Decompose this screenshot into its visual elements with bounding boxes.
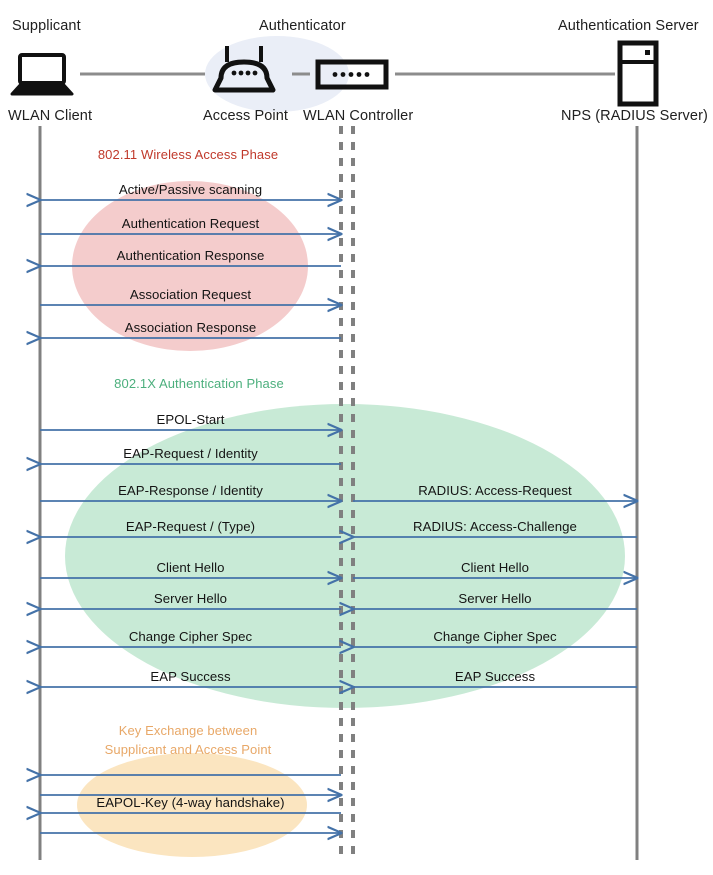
- phase-title-key-exchange-line1: Key Exchange between: [118, 723, 258, 738]
- message-label: Client Hello: [156, 560, 225, 575]
- phase-title-key-exchange: Key Exchange between Supplicant and Acce…: [88, 721, 288, 759]
- message-label: Client Hello: [460, 560, 530, 575]
- phase-ellipse-dot1x-authentication: [65, 404, 625, 708]
- access-point-icon: [212, 46, 276, 93]
- message-label: RADIUS: Access-Challenge: [413, 519, 577, 534]
- phase-ellipse-key-exchange: [77, 753, 307, 857]
- message-label: Server Hello: [153, 591, 228, 606]
- message-label: EAP-Request / Identity: [123, 446, 258, 461]
- message-label: RADIUS: Access-Request: [418, 483, 572, 498]
- message-label: Server Hello: [458, 591, 532, 606]
- phase-title-wireless-access: 802.11 Wireless Access Phase: [97, 147, 279, 162]
- phase-title-dot1x-authentication: 802.1X Authentication Phase: [114, 376, 284, 391]
- laptop-icon: [10, 53, 74, 96]
- message-label: Authentication Response: [116, 248, 265, 263]
- role-title-authenticator: Authenticator: [259, 18, 346, 34]
- server-icon: [617, 40, 659, 107]
- message-label: Authentication Request: [121, 216, 260, 231]
- message-arrows-left: [40, 200, 341, 833]
- node-label-nps-radius: NPS (RADIUS Server): [561, 108, 708, 124]
- message-label: Association Response: [124, 320, 257, 335]
- message-label: EAP-Request / (Type): [125, 519, 256, 534]
- message-label: Active/Passive scanning: [118, 182, 263, 197]
- message-label: Association Request: [129, 287, 252, 302]
- node-label-access-point: Access Point: [203, 108, 289, 124]
- node-label-wlan-controller: WLAN Controller: [303, 108, 414, 124]
- wlan-controller-icon: [315, 59, 389, 90]
- message-label: EAP Success: [454, 669, 536, 684]
- message-label: EAPOL-Key (4-way handshake): [96, 795, 285, 810]
- message-label: Change Cipher Spec: [128, 629, 253, 644]
- message-label: EPOL-Start: [156, 412, 225, 427]
- phase-title-key-exchange-line2: Supplicant and Access Point: [104, 742, 272, 757]
- message-label: Change Cipher Spec: [433, 629, 557, 644]
- message-label: EAP Success: [150, 669, 231, 684]
- message-label: EAP-Response / Identity: [118, 483, 263, 498]
- role-title-auth-server: Authentication Server: [558, 18, 699, 34]
- role-title-supplicant: Supplicant: [12, 18, 81, 34]
- node-label-wlan-client: WLAN Client: [8, 108, 93, 124]
- message-arrows-right: [353, 501, 637, 687]
- authenticator-highlight-blob: [205, 36, 349, 112]
